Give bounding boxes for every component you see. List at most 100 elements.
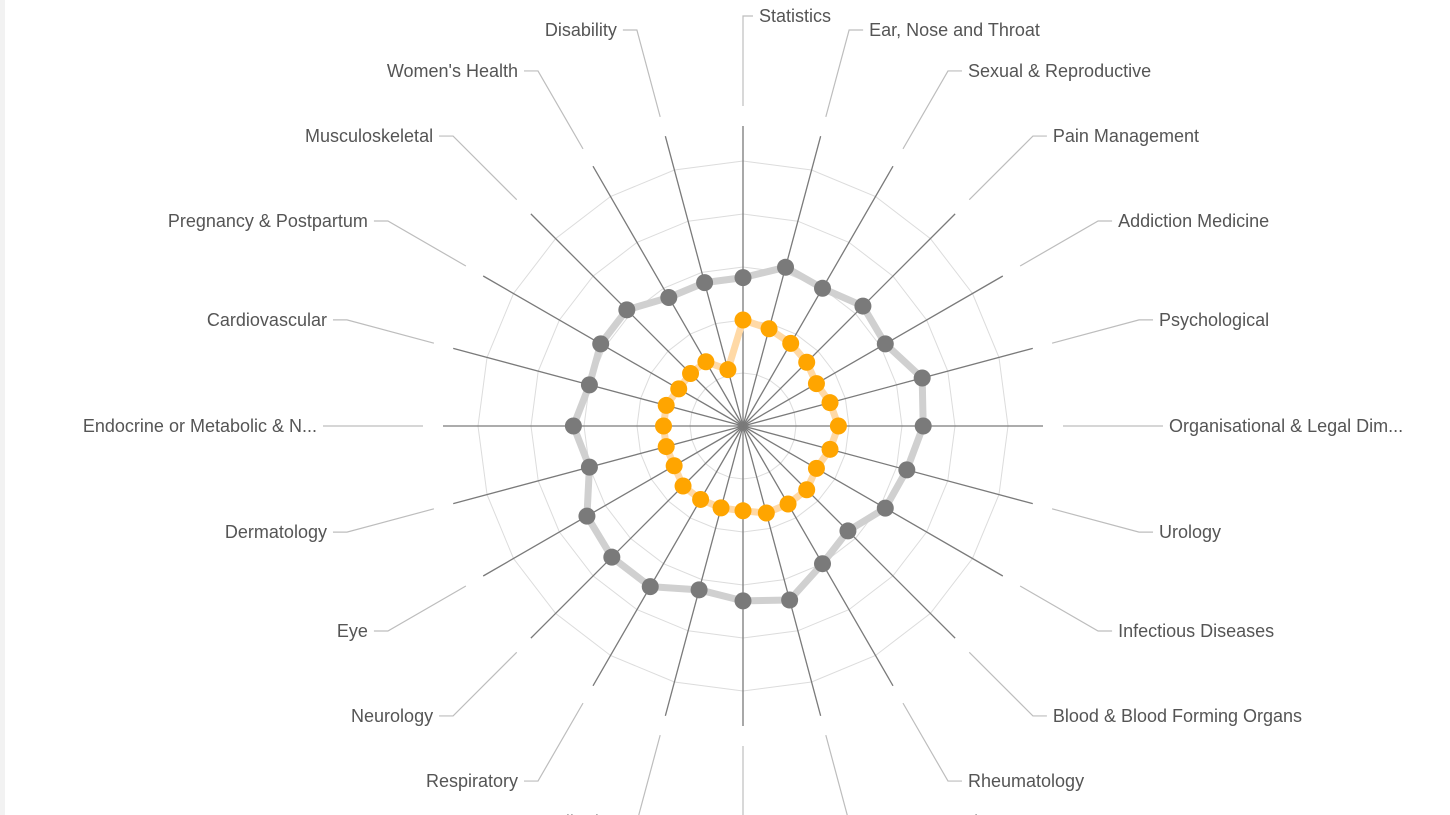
- series-0-point: [603, 548, 621, 566]
- axis-label: Organisational & Legal Dim...: [1169, 416, 1403, 436]
- axis-label: Musculoskeletal: [305, 126, 433, 146]
- label-leader: [524, 70, 584, 150]
- label-leader: [524, 702, 584, 782]
- series-0-point: [578, 507, 596, 525]
- left-edge-strip: [0, 0, 5, 815]
- series-0-point: [854, 297, 872, 315]
- series-0-point: [690, 581, 708, 599]
- series-0-point: [777, 258, 795, 276]
- label-leader: [1051, 319, 1154, 344]
- series-0-point: [564, 417, 582, 435]
- series-1-point: [829, 417, 847, 435]
- axis-spoke: [742, 347, 1033, 427]
- axis-label: Statistics: [759, 6, 831, 26]
- label-leader: [439, 135, 518, 201]
- series-1-point: [692, 490, 710, 508]
- label-leader: [825, 734, 848, 815]
- series-0-point: [734, 269, 752, 287]
- axis-spoke: [742, 275, 1004, 427]
- axis-spoke: [592, 425, 744, 687]
- axis-label: Eye: [337, 621, 368, 641]
- series-1-point: [712, 499, 730, 517]
- axis-label: Pregnancy & Postpartum: [168, 211, 368, 231]
- axis-spoke: [742, 136, 822, 427]
- axis-spoke: [453, 425, 744, 505]
- label-leader: [968, 135, 1047, 201]
- radar-spokes: [443, 126, 1043, 726]
- series-1-point: [734, 311, 752, 329]
- axis-spoke: [742, 165, 894, 427]
- series-0-point: [898, 461, 916, 479]
- series-0-point: [814, 279, 831, 297]
- axis-spoke: [742, 425, 822, 716]
- series-0-point: [592, 335, 610, 353]
- axis-spoke: [453, 347, 744, 427]
- series-1-point: [798, 353, 816, 371]
- series-0-point: [641, 578, 659, 596]
- axis-label: Rheumatology: [968, 771, 1084, 791]
- series-1-point: [757, 504, 775, 522]
- series-1-point: [779, 495, 797, 513]
- axis-spoke: [742, 425, 894, 687]
- series-1-point: [670, 380, 688, 398]
- radar-series: [564, 258, 932, 610]
- axis-label: Pain Management: [1053, 126, 1199, 146]
- series-1-point: [682, 365, 700, 383]
- series-1-point: [807, 375, 825, 393]
- label-leader: [968, 651, 1047, 717]
- series-0-point: [839, 522, 857, 540]
- series-0-point: [580, 458, 598, 476]
- label-leaders: [323, 15, 1163, 815]
- series-1-point: [782, 334, 800, 352]
- axis-label: Infectious Diseases: [1118, 621, 1274, 641]
- axis-spoke: [664, 425, 744, 716]
- series-1-point: [760, 320, 778, 338]
- label-leader: [373, 220, 467, 267]
- series-0-point: [696, 274, 714, 292]
- axis-label: Respiratory: [426, 771, 518, 791]
- axis-label: Neurology: [351, 706, 433, 726]
- axis-label: Blood & Blood Forming Organs: [1053, 706, 1302, 726]
- axis-label: Cardiovascular: [207, 310, 327, 330]
- series-1-point: [697, 353, 715, 371]
- axis-spoke: [530, 425, 744, 639]
- axis-label: Disability: [545, 20, 617, 40]
- axis-label: Endocrine or Metabolic & N...: [83, 416, 317, 436]
- label-leader: [638, 734, 661, 815]
- label-leader: [332, 319, 435, 344]
- axis-label: Paediatrics: [528, 812, 617, 815]
- axis-label: Sexual & Reproductive: [968, 61, 1151, 81]
- series-1-point: [665, 457, 683, 475]
- series-1-point: [657, 438, 675, 456]
- label-leader: [742, 15, 753, 106]
- series-1-point: [821, 440, 839, 458]
- label-leader: [1019, 220, 1113, 267]
- series-0-point: [913, 369, 931, 387]
- label-leader: [1019, 585, 1113, 632]
- axis-spoke: [742, 213, 956, 427]
- series-0-point: [618, 301, 636, 319]
- axis-label: Women's Health: [387, 61, 518, 81]
- axis-label: Gastroenterology: [869, 812, 1007, 815]
- series-0-point: [580, 376, 598, 394]
- series-1-point: [719, 361, 737, 379]
- axis-label: Psychological: [1159, 310, 1269, 330]
- axis-spoke: [742, 425, 1033, 505]
- label-leader: [332, 508, 435, 533]
- label-leader: [902, 702, 962, 782]
- series-0-point: [876, 335, 894, 353]
- series-0-point: [734, 592, 752, 610]
- series-1-point: [821, 394, 839, 412]
- label-leader: [825, 29, 864, 118]
- axis-spoke: [530, 213, 744, 427]
- series-1-point: [798, 481, 816, 499]
- axis-label: Ear, Nose and Throat: [869, 20, 1040, 40]
- series-1-point: [674, 477, 692, 495]
- series-1-point: [807, 459, 825, 477]
- label-leader: [622, 29, 661, 118]
- label-leader: [1051, 508, 1154, 533]
- axis-spoke: [482, 275, 744, 427]
- axis-spoke: [482, 425, 744, 577]
